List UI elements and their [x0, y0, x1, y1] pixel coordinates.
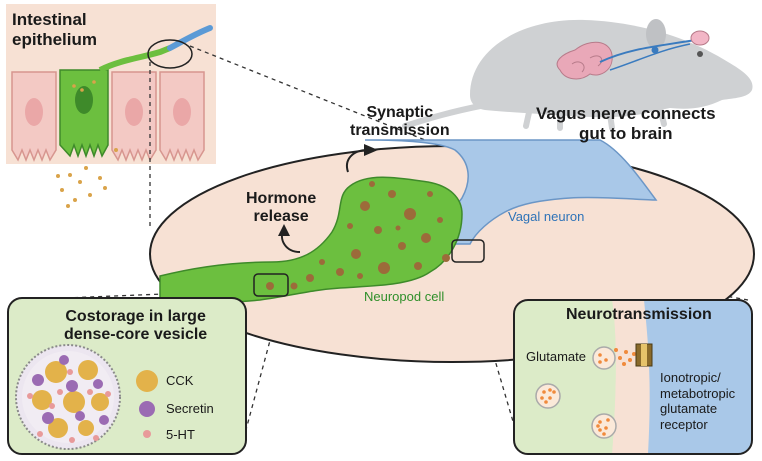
presynaptic-neuropod — [514, 300, 616, 454]
legend-swatch-cck — [136, 370, 158, 392]
synaptic-arrowhead — [364, 144, 378, 156]
hormone-release-label: Hormone release — [246, 190, 317, 226]
legend-label-cck: CCK — [166, 373, 194, 388]
vagus-nerve-label: Vagus nerve connects gut to brain — [536, 104, 716, 143]
synaptic-cleft — [612, 300, 650, 454]
receptor-label: Ionotropic/ metabotropic glutamate recep… — [660, 370, 736, 432]
vagal-neuron-shape — [364, 139, 658, 245]
vesicle-secretin-dots — [32, 355, 109, 425]
nodose-ganglion — [651, 46, 659, 54]
mouse-tail — [402, 102, 488, 129]
epithelium-panel — [6, 4, 216, 208]
legend-label-secretin: Secretin — [166, 401, 214, 416]
zoom-circle — [147, 39, 193, 69]
costorage-title: Costorage in large dense-core vesicle — [64, 308, 208, 344]
legend-swatch-5ht — [143, 430, 151, 438]
neuropod-nucleus — [75, 86, 93, 114]
fusing-vesicle — [592, 346, 616, 370]
neuropod-cell-label: Neuropod cell — [364, 289, 445, 304]
intestinal-epithelium-label: Intestinal epithelium — [12, 10, 98, 49]
mouse-brain — [690, 30, 710, 46]
mouse-intestine — [556, 41, 613, 80]
mouse-legs — [523, 105, 667, 131]
dense-core-granules — [266, 181, 450, 290]
mouse-body — [470, 19, 753, 118]
receptor-channel — [641, 344, 647, 366]
legend-swatch-secretin — [139, 401, 155, 417]
vesicle-2 — [591, 413, 617, 439]
secreted-granules — [56, 80, 118, 208]
vagal-neuron-label: Vagal neuron — [508, 209, 585, 224]
vesicle-5ht-dots — [27, 369, 111, 443]
zoom-box-synapse — [451, 239, 485, 263]
zoom-box-neuropod — [253, 273, 289, 297]
vesicle-1 — [535, 383, 561, 409]
vagus-branch — [609, 43, 691, 71]
vagus-nerve-path — [599, 39, 696, 63]
intestine-folds — [571, 55, 603, 73]
synaptic-transmission-label: Synaptic transmission — [350, 104, 450, 140]
vagal-fiber-small — [167, 25, 213, 51]
mouse-eye — [697, 51, 703, 57]
glutamate-label: Glutamate — [526, 349, 586, 364]
epithelial-cells — [11, 71, 205, 163]
costorage-panel — [7, 297, 247, 455]
neurotransmission-title: Neurotransmission — [566, 306, 712, 323]
glutamate-dots — [540, 348, 636, 436]
vesicle-cck-dots — [32, 360, 109, 438]
hormone-release-arrowhead — [278, 224, 290, 236]
neurotransmission-panel — [513, 299, 753, 455]
neuropod-process — [98, 45, 172, 73]
legend-label-5ht: 5-HT — [166, 427, 195, 442]
mouse-illustration — [402, 19, 753, 131]
mouse-ear — [646, 19, 666, 49]
neurotransmission-box — [513, 299, 753, 455]
